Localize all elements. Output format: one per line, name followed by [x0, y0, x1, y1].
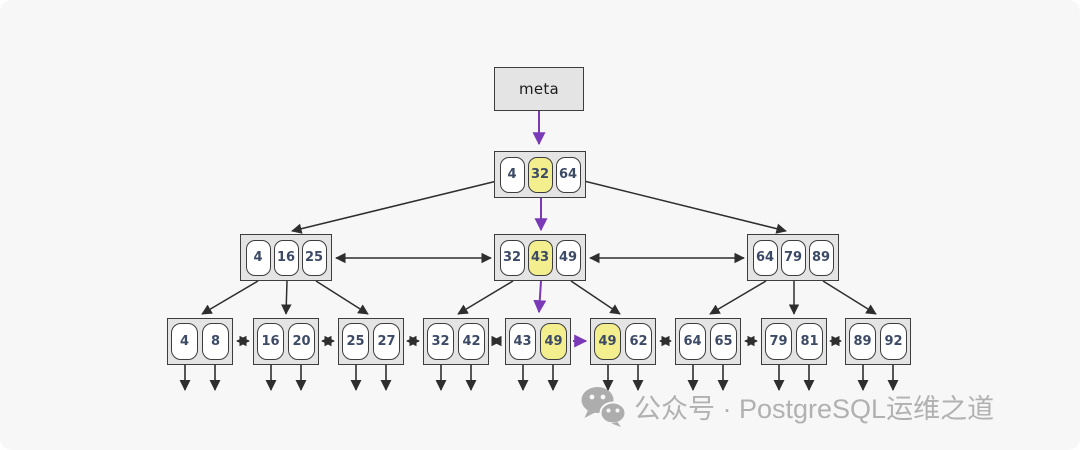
internal-node-middle: 32 43 49 — [494, 234, 586, 281]
internal-to-leaf-arrow — [709, 280, 767, 315]
leaf-node-7: 64 65 — [675, 318, 741, 365]
key-cell: 4 — [171, 323, 198, 360]
meta-node: meta — [494, 67, 584, 111]
search-path-arrows — [532, 111, 588, 348]
key-cell: 43 — [509, 323, 536, 360]
internal-to-leaf-arrow — [570, 280, 621, 315]
key-cell: 64 — [679, 323, 706, 360]
key-cell-highlighted: 43 — [527, 239, 553, 276]
key-cell-highlighted: 32 — [527, 156, 553, 193]
internal-to-leaf-arrow — [315, 280, 369, 315]
key-cell: 4 — [245, 239, 271, 276]
key-cell: 64 — [752, 239, 778, 276]
key-cell: 42 — [458, 323, 485, 360]
internal-to-leaf-arrow — [201, 280, 259, 315]
key-cell: 32 — [499, 239, 525, 276]
leaf-node-5: 43 49 — [505, 318, 571, 365]
internal-to-leaf-arrow — [457, 280, 514, 315]
leaf-node-2: 16 20 — [253, 318, 319, 365]
internal-node-left: 4 16 25 — [240, 234, 332, 281]
key-cell: 16 — [273, 239, 299, 276]
key-cell: 65 — [710, 323, 737, 360]
internal-to-leaf-arrow — [281, 280, 292, 315]
leaf-node-4: 32 42 — [423, 318, 489, 365]
key-cell-highlighted: 49 — [540, 323, 567, 360]
leaf-node-9: 89 92 — [845, 318, 911, 365]
key-cell: 49 — [555, 239, 581, 276]
key-cell: 92 — [880, 323, 907, 360]
search-path-internal-to-leaf-arrow — [533, 280, 547, 314]
internal-to-leaf-arrow — [822, 280, 877, 315]
leaf-node-6: 49 62 — [590, 318, 656, 365]
leaf-node-1: 4 8 — [167, 318, 233, 365]
key-cell: 89 — [849, 323, 876, 360]
wechat-icon — [581, 386, 627, 427]
root-node: 4 32 64 — [494, 151, 586, 198]
sibling-link-arrows — [236, 252, 842, 347]
meta-label: meta — [518, 80, 560, 98]
root-to-right-internal-arrow — [583, 180, 787, 234]
watermark-text: 公众号 · PostgreSQL运维之道 — [634, 393, 995, 424]
key-cell: 16 — [257, 323, 284, 360]
root-to-left-internal-arrow — [291, 180, 498, 234]
leaf-to-heap-arrows — [179, 364, 899, 391]
key-cell: 25 — [301, 239, 327, 276]
key-cell: 20 — [288, 323, 315, 360]
key-cell: 81 — [796, 323, 823, 360]
key-cell: 25 — [342, 323, 369, 360]
tree-edge-arrows — [201, 180, 877, 315]
key-cell: 4 — [499, 156, 525, 193]
key-cell: 8 — [202, 323, 229, 360]
key-cell: 32 — [427, 323, 454, 360]
key-cell: 27 — [373, 323, 400, 360]
leaf-node-8: 79 81 — [761, 318, 827, 365]
watermark: 公众号 · PostgreSQL运维之道 — [580, 385, 994, 427]
key-cell: 79 — [780, 239, 806, 276]
key-cell-highlighted: 49 — [594, 323, 621, 360]
key-cell: 62 — [625, 323, 652, 360]
key-cell: 64 — [555, 156, 581, 193]
key-cell: 89 — [808, 239, 834, 276]
key-cell: 79 — [765, 323, 792, 360]
internal-node-right: 64 79 89 — [747, 234, 839, 281]
leaf-node-3: 25 27 — [338, 318, 404, 365]
